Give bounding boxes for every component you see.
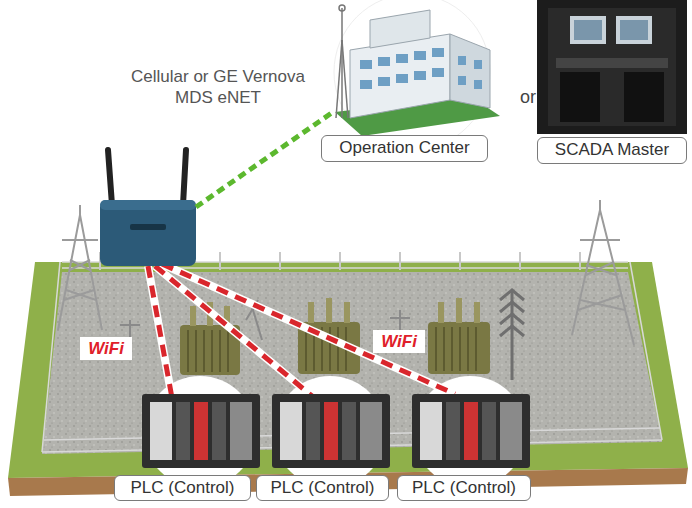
insulator-pole <box>500 290 524 380</box>
label-box: PLC (Control) <box>114 475 251 501</box>
plc-rack <box>412 394 530 468</box>
lattice-tower <box>58 205 102 330</box>
plc-halo <box>144 376 526 488</box>
node-label: Operation Center <box>339 139 469 158</box>
label-box: SCADA Master <box>537 137 687 164</box>
plc-rack <box>272 394 390 468</box>
label-box: Operation Center <box>321 135 488 162</box>
wifi-tag: WiFi <box>373 330 425 353</box>
node-label: PLC (Control) <box>271 479 375 498</box>
connector-word: or <box>516 86 540 109</box>
node-label: PLC (Control) <box>412 479 516 498</box>
label-box: PLC (Control) <box>397 475 531 501</box>
link-label: Cellular or GE Vernova MDS eNET <box>118 66 318 109</box>
node-label: SCADA Master <box>555 141 669 160</box>
cellular-link <box>196 112 333 207</box>
node-label: PLC (Control) <box>131 479 235 498</box>
lattice-tower <box>572 200 634 345</box>
wireless-router <box>100 150 196 266</box>
wifi-link <box>148 264 455 398</box>
operation-center-building <box>334 0 500 150</box>
grass-base <box>8 262 688 478</box>
label-box: PLC (Control) <box>256 475 389 501</box>
plc-rack <box>142 394 260 468</box>
scada-console <box>537 0 687 134</box>
wifi-tag: WiFi <box>80 337 132 360</box>
transformer <box>428 298 490 374</box>
